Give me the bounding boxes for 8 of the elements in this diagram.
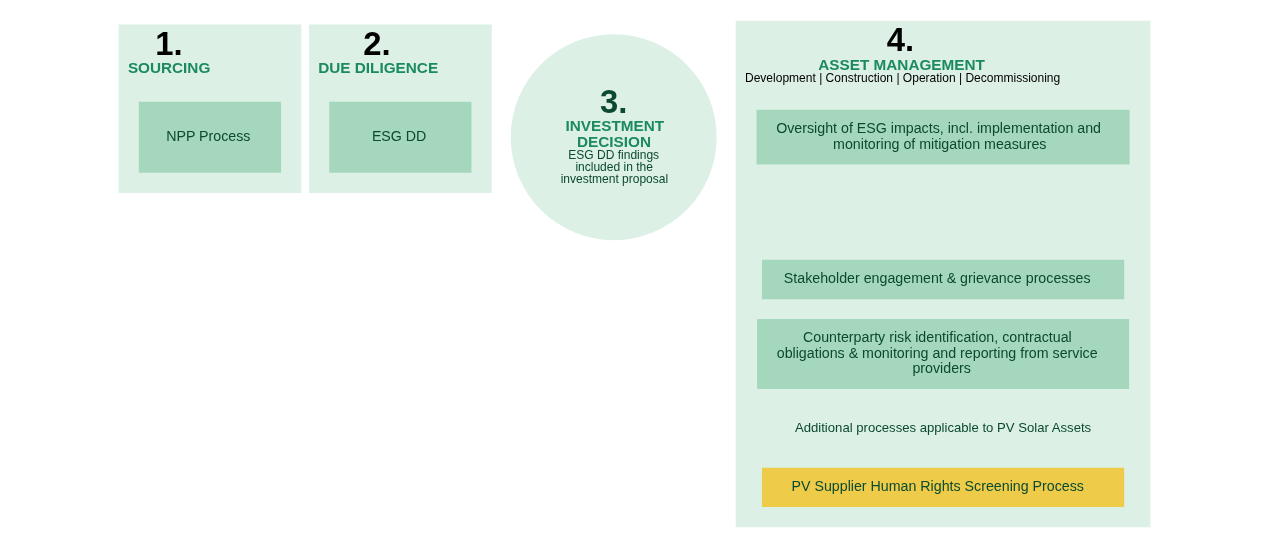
node-box: Stakeholder engagement & grievance processes xyxy=(761,259,1125,300)
node-box: Counterparty risk identification, contractual obligations & monitoring and reporting from service providers xyxy=(757,318,1130,389)
node-circle: 3. INVESTMENT DECISION ESG DD findings included in the investment proposal xyxy=(510,34,717,241)
label: Additional processes applicable to PV Solar Assets xyxy=(794,419,1092,435)
node-box: NPP Process xyxy=(138,101,282,173)
node-box: PV Supplier Human Rights Screening Process xyxy=(761,467,1125,508)
node-box: ESG DD xyxy=(329,101,472,173)
node-box: Oversight of ESG impacts, incl. implementation and monitoring of mitigation measures xyxy=(756,109,1130,165)
